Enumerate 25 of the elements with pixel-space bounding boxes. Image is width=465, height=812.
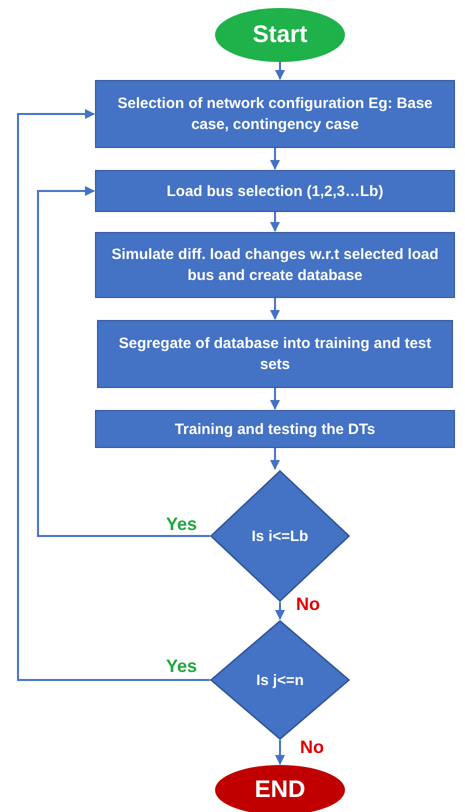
step-text: END (254, 775, 306, 806)
process-box (95, 170, 455, 212)
arrow (270, 148, 280, 170)
process-box (95, 232, 455, 298)
decision-diamond (210, 620, 350, 740)
arrow (275, 602, 285, 620)
arrow (17, 109, 210, 681)
process-box (97, 320, 453, 388)
arrow (275, 62, 285, 80)
arrow (270, 212, 280, 232)
arrow (270, 298, 280, 320)
step-text: Simulate diff. load changes w.r.t selected load bus and create database (110, 245, 440, 286)
process-box (95, 410, 455, 448)
decision-text: Is i<=Lb (250, 526, 310, 546)
decision-text: Is j<=n (255, 670, 305, 690)
arrow (270, 448, 280, 470)
step-text: Load bus selection (1,2,3…Lb) (166, 182, 384, 202)
step-text: Start (252, 20, 308, 50)
arrow (37, 186, 210, 537)
arrow (270, 388, 280, 410)
step-text: Selection of network configuration Eg: Base case, contingency case (116, 94, 434, 135)
step-text: Segregate of database into training and test sets (118, 334, 432, 375)
step-text: Training and testing the DTs (174, 420, 376, 440)
arrow (275, 740, 285, 765)
process-box (95, 80, 455, 148)
